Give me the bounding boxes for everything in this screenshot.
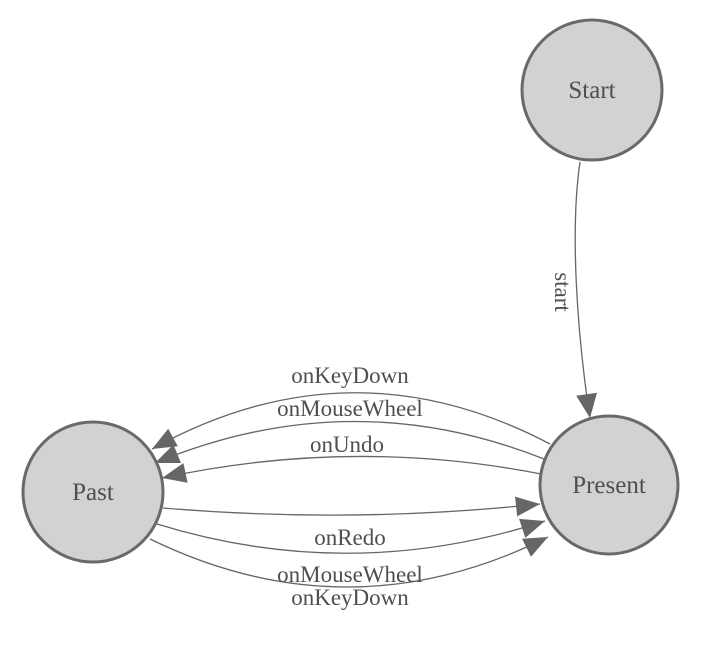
node-start: Start	[520, 18, 664, 162]
arrowhead-onmousewheel-to-present	[519, 518, 545, 538]
edge-label-onkeydown-bottom: onKeyDown	[291, 585, 409, 610]
edge-label-onundo: onUndo	[310, 432, 384, 457]
edge-past-to-present-onkeydown	[149, 536, 549, 588]
node-present: Present	[538, 414, 680, 556]
arrowhead-start-edge	[576, 392, 597, 418]
edge-label-onredo: onRedo	[314, 525, 386, 550]
arrowhead-onkeydown-to-present	[522, 537, 548, 557]
arrowhead-group	[152, 392, 597, 557]
arrowhead-onundo-to-past	[162, 463, 188, 483]
edge-label-onmousewheel-top: onMouseWheel	[277, 396, 423, 421]
past-node-circle	[21, 420, 165, 564]
start-node-label: Start	[568, 77, 615, 104]
node-past: Past	[21, 420, 165, 564]
edge-label-onkeydown-top: onKeyDown	[291, 363, 409, 388]
edge-label-onmousewheel-bottom: onMouseWheel	[277, 562, 423, 587]
edge-label-group: start onKeyDown onMouseWheel onUndo onRe…	[277, 272, 575, 610]
edge-present-to-past-onundo	[161, 455, 542, 479]
present-node-circle	[538, 414, 680, 556]
start-node-circle	[520, 18, 664, 162]
edge-present-to-past-onkeydown	[151, 392, 551, 450]
edge-group	[149, 161, 590, 588]
arrowhead-onkeydown-to-past	[152, 428, 178, 449]
edge-label-start: start	[550, 272, 575, 312]
past-node-label: Past	[72, 479, 114, 506]
edge-start-to-present	[574, 161, 590, 413]
edge-past-to-present-onredo	[162, 503, 541, 516]
arrowhead-onredo-to-present	[515, 496, 540, 517]
edge-past-to-present-onmousewheel	[156, 520, 546, 554]
present-node-label: Present	[572, 472, 646, 499]
edge-present-to-past-onmousewheel	[154, 420, 545, 464]
arrowhead-onmousewheel-to-past	[155, 444, 181, 463]
